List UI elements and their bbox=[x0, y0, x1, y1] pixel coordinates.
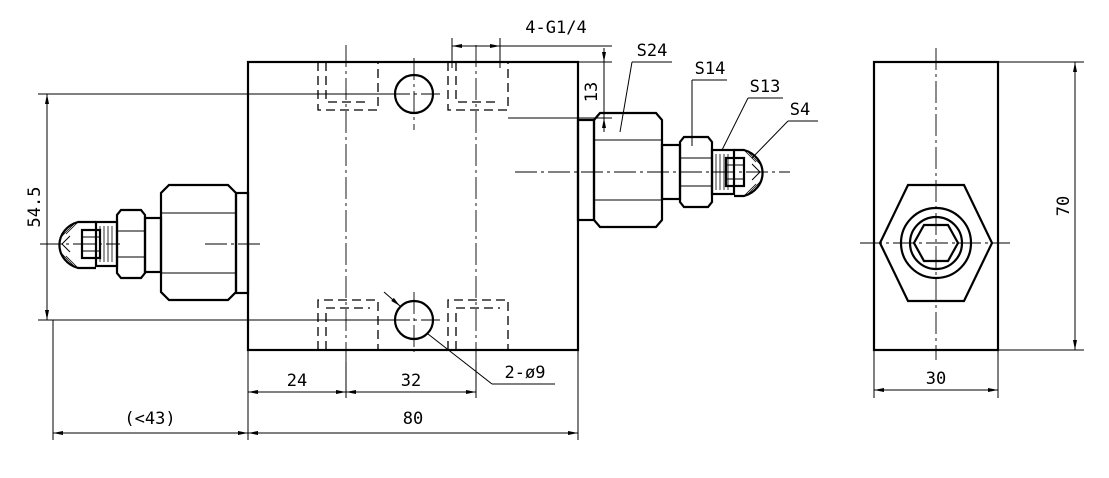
left-cartridge bbox=[58, 183, 250, 302]
front-view: 54.5 13 4-G1/4 2-ø9 24 32 (<43) bbox=[25, 18, 818, 440]
dim-mount-holes: 2-ø9 bbox=[505, 363, 546, 383]
dim-body-length: 80 bbox=[403, 409, 423, 429]
dim-side-height: 70 bbox=[1054, 196, 1074, 216]
side-view: 70 30 bbox=[860, 48, 1084, 398]
right-cartridge bbox=[576, 111, 764, 229]
dim-side-width: 30 bbox=[926, 369, 946, 389]
label-s14: S14 bbox=[695, 59, 726, 79]
valve-body bbox=[246, 60, 580, 352]
label-s13: S13 bbox=[750, 77, 781, 97]
dim-max-protrusion: (<43) bbox=[124, 409, 175, 429]
label-s4: S4 bbox=[790, 100, 810, 120]
label-s24: S24 bbox=[637, 41, 668, 61]
dim-spacing-left: 24 bbox=[287, 371, 307, 391]
dim-port-depth: 13 bbox=[582, 82, 602, 102]
dim-port-spec: 4-G1/4 bbox=[525, 18, 586, 38]
dim-overall-height: 54.5 bbox=[25, 187, 45, 228]
dim-spacing-holes: 32 bbox=[401, 371, 421, 391]
